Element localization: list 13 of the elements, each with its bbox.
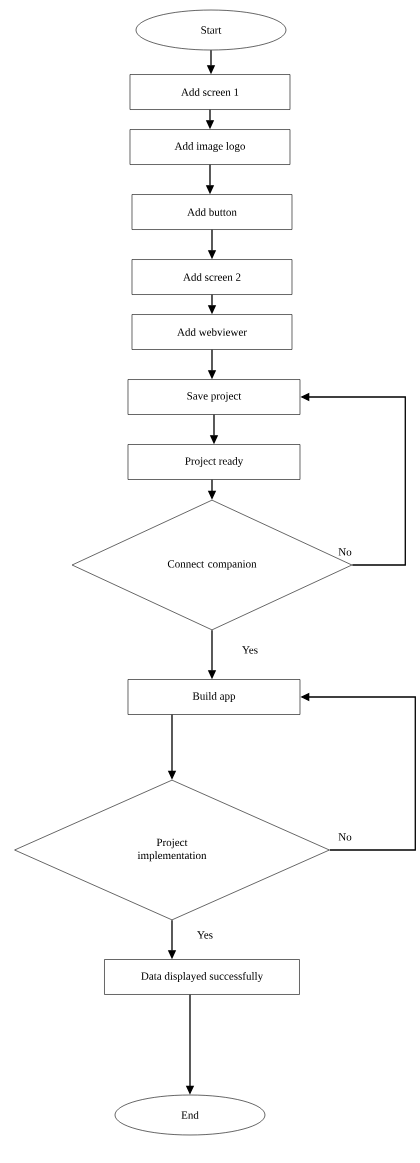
edge-label: Yes [241, 645, 259, 655]
process-box: Build app [127, 679, 301, 715]
process-box: Add screen 2 [131, 259, 293, 295]
process-box: Add screen 1 [129, 74, 291, 110]
process-box: Add webviewer [131, 314, 293, 350]
edge-label: No [337, 547, 353, 557]
edge-label: No [337, 832, 353, 842]
process-box: Add button [131, 194, 293, 230]
process-box: Add image logo [129, 129, 291, 165]
edge-label: Yes [196, 930, 214, 940]
process-box: Save project [127, 379, 301, 415]
process-box: Data displayed successfully [104, 959, 300, 995]
process-box: Project ready [127, 444, 301, 480]
